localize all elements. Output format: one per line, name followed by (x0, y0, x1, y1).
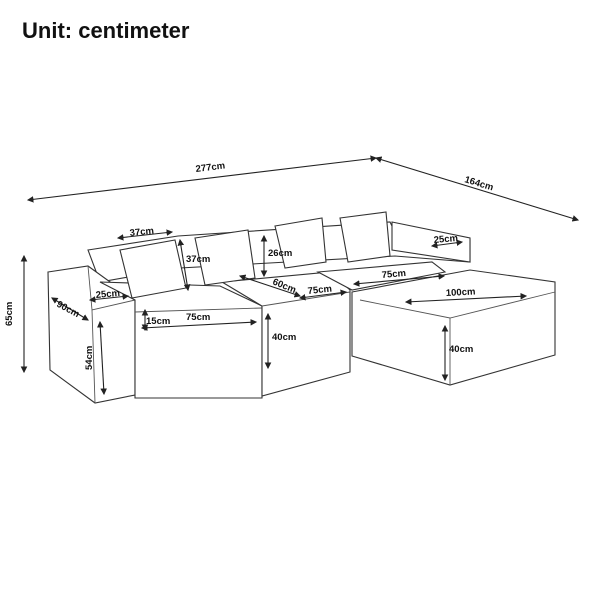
label-back-height-mid: 26cm (268, 248, 292, 259)
label-arm-height-left: 54cm (84, 346, 95, 370)
label-arm-width-left: 25cm (95, 288, 120, 301)
label-seat-height-offset: 15cm (146, 316, 170, 327)
label-ottoman-width: 100cm (446, 286, 476, 299)
label-cushion-width-top: 37cm (129, 226, 154, 239)
label-seat-height-mid: 40cm (272, 332, 296, 343)
sofa-illustration (47, 211, 556, 404)
label-ottoman-height: 40cm (449, 344, 473, 355)
label-seat-width-right: 75cm (381, 268, 406, 281)
label-total-length: 277cm (195, 160, 226, 175)
label-arm-width-right: 25cm (433, 233, 458, 246)
label-chaise-depth: 164cm (463, 174, 495, 193)
label-seat-width-left: 75cm (186, 312, 210, 323)
page-title: Unit: centimeter (22, 18, 190, 43)
label-back-height-left: 37cm (186, 254, 210, 265)
label-seat-width-mid: 75cm (307, 284, 332, 297)
dimension-lines (20, 155, 580, 396)
label-total-height: 65cm (4, 302, 15, 326)
dimension-labels: 277cm 164cm 65cm 37cm 37cm 26cm 25cm 25c… (4, 160, 495, 370)
